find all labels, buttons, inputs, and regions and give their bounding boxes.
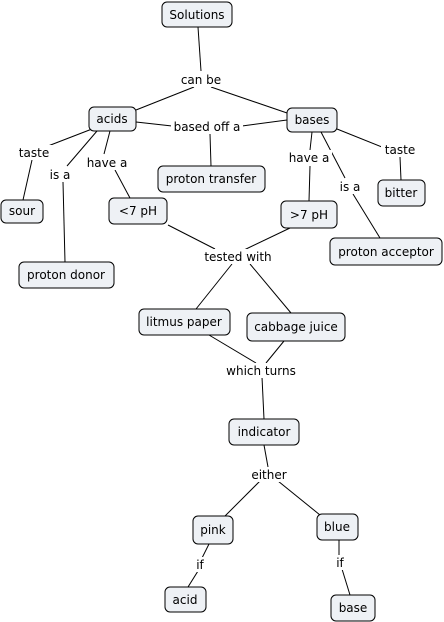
concept-pink-label: pink (200, 523, 226, 537)
concept-bitter[interactable]: bitter (377, 179, 426, 207)
link-taste-bases: taste (385, 143, 415, 157)
edge-indicator-either (263, 444, 269, 468)
concept-gt-7-ph-label: >7 pH (290, 208, 328, 222)
edge-lt7-testedwith (167, 224, 216, 250)
concept-proton-transfer[interactable]: proton transfer (157, 165, 266, 193)
link-have-a-bases: have a (289, 151, 330, 165)
edge-acids-havea (103, 130, 111, 155)
concept-proton-donor-label: proton donor (27, 268, 105, 282)
concept-proton-acceptor-label: proton acceptor (338, 245, 434, 259)
concept-sour[interactable]: sour (0, 199, 44, 224)
link-is-a-bases: is a (340, 180, 361, 194)
link-can-be: can be (181, 73, 221, 87)
edge-canbe-acids (135, 86, 195, 111)
concept-bases[interactable]: bases (286, 107, 338, 133)
edge-basedoff-protontransfer (209, 133, 212, 167)
concept-litmus-paper[interactable]: litmus paper (138, 308, 231, 336)
concept-litmus-paper-label: litmus paper (146, 315, 222, 329)
link-tested-with: tested with (204, 250, 271, 264)
concept-proton-acceptor[interactable]: proton acceptor (329, 237, 443, 266)
concept-pink[interactable]: pink (192, 515, 234, 545)
edge-taste-bitter (399, 156, 402, 181)
concept-indicator-label: indicator (238, 425, 291, 439)
concept-base[interactable]: base (330, 594, 376, 622)
concept-base-label: base (339, 601, 368, 615)
link-taste-acids: taste (19, 146, 49, 160)
link-labels: can be based off a taste is a have a hav… (16, 71, 419, 572)
link-based-off-a: based off a (174, 120, 241, 134)
edge-bases-isa (320, 131, 346, 179)
concept-sour-label: sour (9, 204, 35, 218)
edge-acids-basedoff (135, 121, 173, 127)
edge-testedwith-litmus (195, 263, 233, 310)
concept-blue[interactable]: blue (316, 513, 359, 541)
edges (22, 26, 402, 596)
concept-proton-donor[interactable]: proton donor (18, 261, 115, 289)
edge-pink-if (201, 543, 210, 559)
link-either: either (251, 468, 286, 482)
concept-bases-label: bases (295, 113, 330, 127)
edge-canbe-bases (210, 86, 291, 115)
edge-if-acid (187, 570, 199, 588)
edge-either-blue (277, 480, 321, 516)
edge-basedoff-bases (241, 119, 288, 127)
concept-acid[interactable]: acid (164, 586, 207, 613)
concept-solutions[interactable]: Solutions (161, 1, 233, 28)
concept-acids-label: acids (96, 112, 127, 126)
concept-proton-transfer-label: proton transfer (166, 172, 257, 186)
edge-bases-havea (309, 131, 313, 151)
edge-if-base (341, 568, 351, 596)
edge-cabbage-whichturns (265, 340, 285, 364)
edge-acids-taste (47, 128, 93, 147)
link-is-a-acids: is a (50, 168, 71, 182)
concept-blue-label: blue (324, 520, 350, 534)
edge-litmus-whichturns (208, 334, 257, 364)
edge-solutions-canbe (197, 26, 202, 72)
edge-havea-gt7 (308, 165, 311, 202)
concept-cabbage-juice-label: cabbage juice (254, 320, 338, 334)
edge-gt7-testedwith (243, 227, 291, 251)
edge-either-pink (224, 480, 261, 517)
edge-havea-lt7 (114, 169, 131, 199)
edge-whichturns-indicator (261, 376, 265, 420)
edge-acids-isa (66, 130, 98, 167)
concept-gt-7-ph[interactable]: >7 pH (280, 200, 338, 229)
edge-testedwith-cabbage (249, 263, 292, 314)
link-have-a-acids: have a (87, 156, 128, 170)
concept-acid-label: acid (173, 593, 198, 607)
concept-cabbage-juice[interactable]: cabbage juice (246, 312, 346, 342)
edge-bases-taste (336, 128, 383, 148)
edge-taste-sour (22, 159, 33, 201)
edge-isa-protonacceptor (352, 193, 381, 239)
concept-bitter-label: bitter (385, 186, 418, 200)
link-if-blue: if (336, 556, 344, 570)
link-if-pink: if (196, 558, 204, 572)
concept-indicator[interactable]: indicator (228, 418, 300, 446)
concept-acids[interactable]: acids (88, 106, 137, 132)
concept-lt-7-ph-label: <7 pH (119, 204, 157, 218)
concept-solutions-label: Solutions (169, 8, 224, 22)
concept-lt-7-ph[interactable]: <7 pH (108, 197, 168, 225)
edge-isa-protondonor (62, 181, 66, 263)
link-which-turns: which turns (226, 364, 296, 378)
